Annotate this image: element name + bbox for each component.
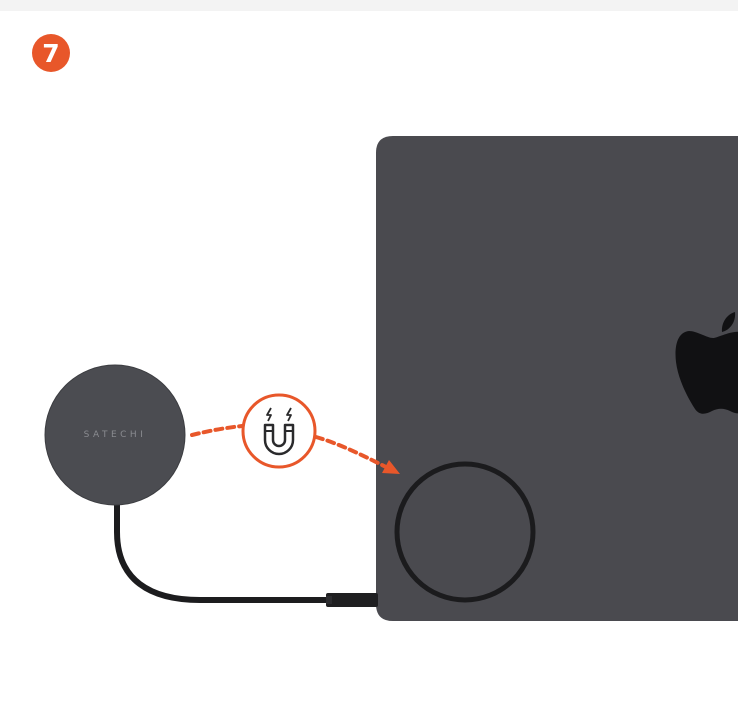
charging-cable <box>114 502 333 603</box>
charger-brand-label: SATECHI <box>83 430 147 440</box>
step-number-badge: 7 <box>32 34 70 72</box>
guide-arrowhead <box>382 460 400 474</box>
guide-path-1 <box>190 424 244 437</box>
cable-plug <box>326 593 378 607</box>
charger-puck <box>44 364 186 506</box>
step-number: 7 <box>42 38 60 68</box>
top-divider <box>0 0 738 11</box>
guide-path-2 <box>314 435 388 469</box>
magnetic-ring-target <box>394 461 536 603</box>
laptop-lid <box>376 136 738 621</box>
apple-logo-icon <box>675 312 738 414</box>
magnet-icon <box>241 393 317 469</box>
